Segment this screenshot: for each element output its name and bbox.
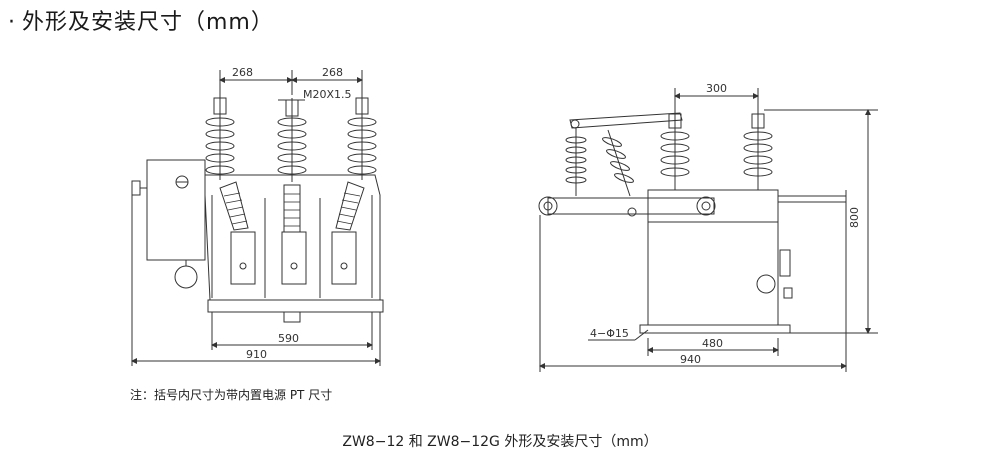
side-tank: [647, 189, 779, 326]
drawing-note: 注：括号内尺寸为带内置电源 PT 尺寸: [130, 388, 333, 402]
side-insulator-b: [602, 129, 634, 197]
pull-ring: [174, 265, 198, 289]
insulator-middle: [277, 98, 307, 182]
side-pull-ring: [756, 274, 776, 294]
side-view: [538, 88, 878, 372]
control-box: [146, 159, 206, 261]
dim-front-left-top: 268: [232, 66, 253, 79]
page-title: ·外形及安装尺寸（mm）: [8, 4, 274, 36]
dim-thread: M20X1.5: [303, 88, 352, 101]
front-view: [131, 70, 384, 366]
side-insulator-d: [743, 100, 773, 190]
figure-caption: ZW8−12 和 ZW8−12G 外形及安装尺寸（mm）: [342, 434, 658, 450]
insulator-right: [347, 88, 377, 180]
dim-side-holes: 4−Φ15: [590, 327, 629, 340]
title-text: 外形及安装尺寸（mm）: [22, 10, 274, 35]
dim-side-base: 480: [702, 337, 723, 350]
side-insulator-a: [565, 128, 587, 196]
title-bullet: ·: [8, 10, 16, 35]
dim-front-right-top: 268: [322, 66, 343, 79]
dim-side-arm: 300: [706, 82, 727, 95]
dim-side-height: 800: [848, 207, 861, 228]
insulator-left: [205, 88, 235, 180]
mounting-base: [207, 299, 384, 313]
side-base: [639, 324, 791, 334]
side-insulator-c: [660, 100, 690, 190]
dim-front-overall-width: 910: [246, 348, 267, 361]
dim-side-overall: 940: [680, 353, 701, 366]
dim-front-inner-width: 590: [278, 332, 299, 345]
